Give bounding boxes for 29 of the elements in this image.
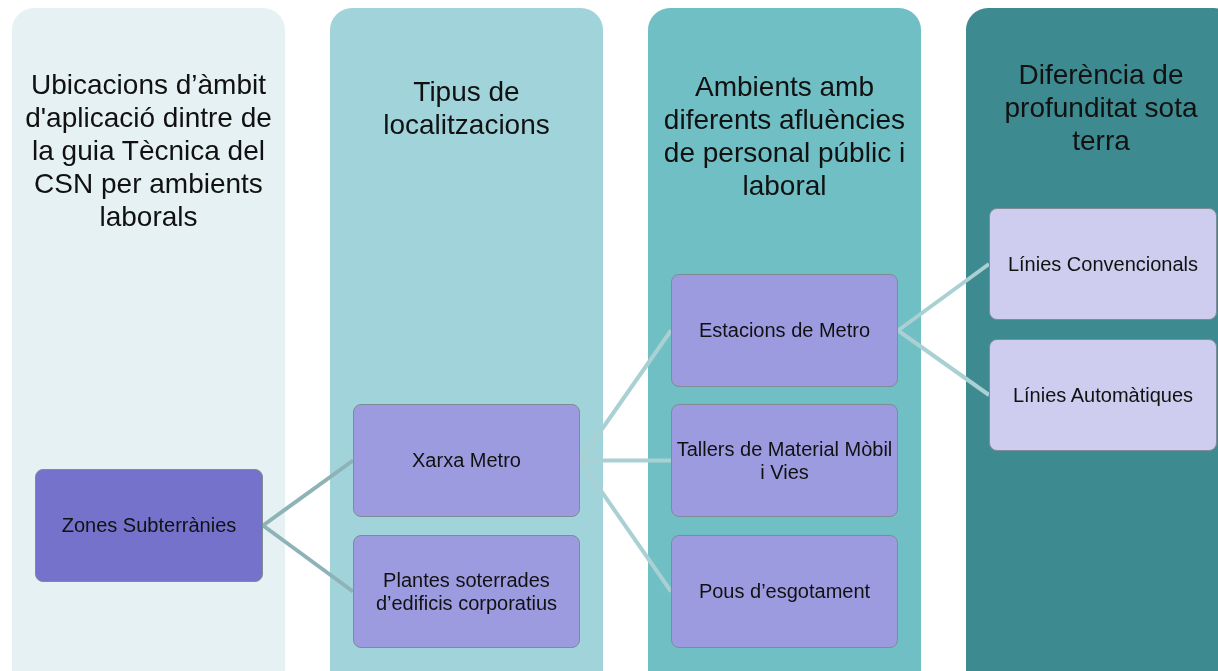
box-label: Xarxa Metro (412, 449, 521, 472)
process-box (989, 208, 1217, 320)
box-label: Pous d’esgotament (698, 580, 871, 603)
process-box (989, 339, 1217, 451)
column-heading: Ubicacions d’àmbit d'aplicació dintre de la guia Tècnica del CSN per ambients laborals (24, 68, 273, 233)
connector-line (261, 458, 355, 528)
column-panel (966, 8, 1218, 671)
column-heading: Ambients amb diferents afluències de personal públic i laboral (662, 70, 907, 202)
connector-line (896, 262, 991, 333)
box-label: Estacions de Metro (698, 319, 871, 342)
process-box (35, 469, 263, 582)
process-box (353, 404, 580, 517)
box-label: Zones Subterrànies (61, 514, 237, 537)
process-box (671, 535, 898, 648)
box-label: Plantes soterrades d’edificis corporatius (374, 568, 559, 615)
column-panel (648, 8, 921, 671)
column-panel (12, 8, 285, 671)
connector-line (896, 328, 991, 397)
connector-line (580, 458, 671, 463)
column-heading: Diferència de profunditat sota terra (1003, 58, 1199, 157)
process-box (671, 274, 898, 387)
box-label: Tallers de Material Mòbil i Vies (676, 437, 893, 484)
box-label: Línies Convencionals (1007, 252, 1199, 276)
column-panel (330, 8, 603, 671)
column-heading: Tipus de localitzacions (382, 75, 551, 141)
process-box (353, 535, 580, 648)
process-box (671, 404, 898, 517)
box-label: Línies Automàtiques (1012, 383, 1194, 407)
connector-line (261, 523, 355, 594)
